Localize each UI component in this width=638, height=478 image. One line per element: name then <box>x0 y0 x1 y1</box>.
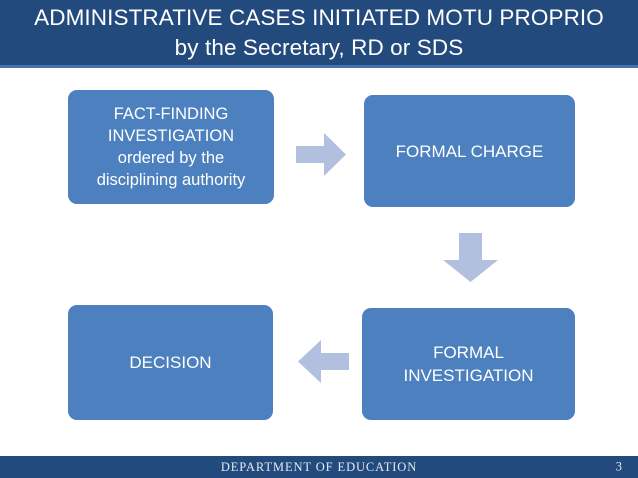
arrow-down-icon <box>443 233 498 282</box>
slide-footer: DEPARTMENT OF EDUCATION 3 <box>0 456 638 478</box>
flow-node-fact-finding[interactable]: FACT-FINDING INVESTIGATION ordered by th… <box>68 90 274 204</box>
arrow-right-icon <box>296 133 346 176</box>
page-title: ADMINISTRATIVE CASES INITIATED MOTU PROP… <box>34 4 604 60</box>
slide-header: ADMINISTRATIVE CASES INITIATED MOTU PROP… <box>0 0 638 68</box>
flow-node-formal-investigation[interactable]: FORMAL INVESTIGATION <box>362 308 575 420</box>
footer-organization-label: DEPARTMENT OF EDUCATION <box>220 459 418 474</box>
flow-node-decision[interactable]: DECISION <box>68 305 273 420</box>
flow-node-formal-charge[interactable]: FORMAL CHARGE <box>364 95 575 207</box>
process-flow-diagram: FACT-FINDING INVESTIGATION ordered by th… <box>0 68 638 456</box>
page-number: 3 <box>615 459 622 474</box>
arrow-left-icon <box>298 340 349 383</box>
